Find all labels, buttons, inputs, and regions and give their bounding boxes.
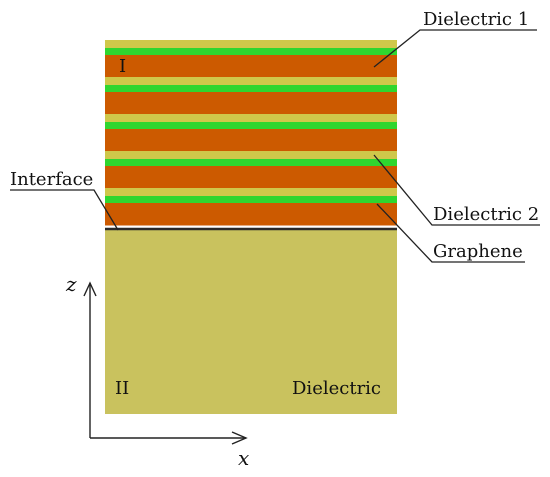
label-region-I: I xyxy=(119,56,126,77)
graphene-layer xyxy=(105,85,397,93)
label-region-II: II xyxy=(115,378,129,399)
dielectric-1-layer xyxy=(105,40,397,49)
dielectric-1-layer xyxy=(105,77,397,86)
leader-dielectric-2 xyxy=(373,154,540,226)
dielectric-2-layer xyxy=(105,166,397,189)
dielectric-2-layer xyxy=(105,55,397,78)
label-interface: Interface xyxy=(10,169,93,190)
x-axis-label: x xyxy=(238,446,249,470)
graphene-layer xyxy=(105,48,397,56)
dielectric-1-layer xyxy=(105,151,397,160)
leader-interface xyxy=(10,189,119,231)
x-axis-arrowhead xyxy=(231,431,248,445)
z-axis-label: z xyxy=(65,272,77,296)
label-graphene: Graphene xyxy=(433,241,523,262)
graphene-layer xyxy=(105,122,397,130)
graphene-layer xyxy=(105,196,397,204)
label-dielectric-substrate: Dielectric xyxy=(292,378,381,399)
dielectric-1-layer xyxy=(105,114,397,123)
layer-stack xyxy=(105,40,397,226)
dielectric-2-layer xyxy=(105,129,397,152)
leader-graphene xyxy=(376,203,525,263)
leader-dielectric-1 xyxy=(373,29,537,68)
dielectric-2-layer xyxy=(105,203,397,226)
label-dielectric-2: Dielectric 2 xyxy=(433,204,539,225)
label-dielectric-1: Dielectric 1 xyxy=(423,9,529,30)
substrate-dielectric xyxy=(105,229,397,414)
graphene-layer xyxy=(105,159,397,167)
dielectric-2-layer xyxy=(105,92,397,115)
dielectric-1-layer xyxy=(105,188,397,197)
z-axis-arrowhead xyxy=(83,281,97,297)
